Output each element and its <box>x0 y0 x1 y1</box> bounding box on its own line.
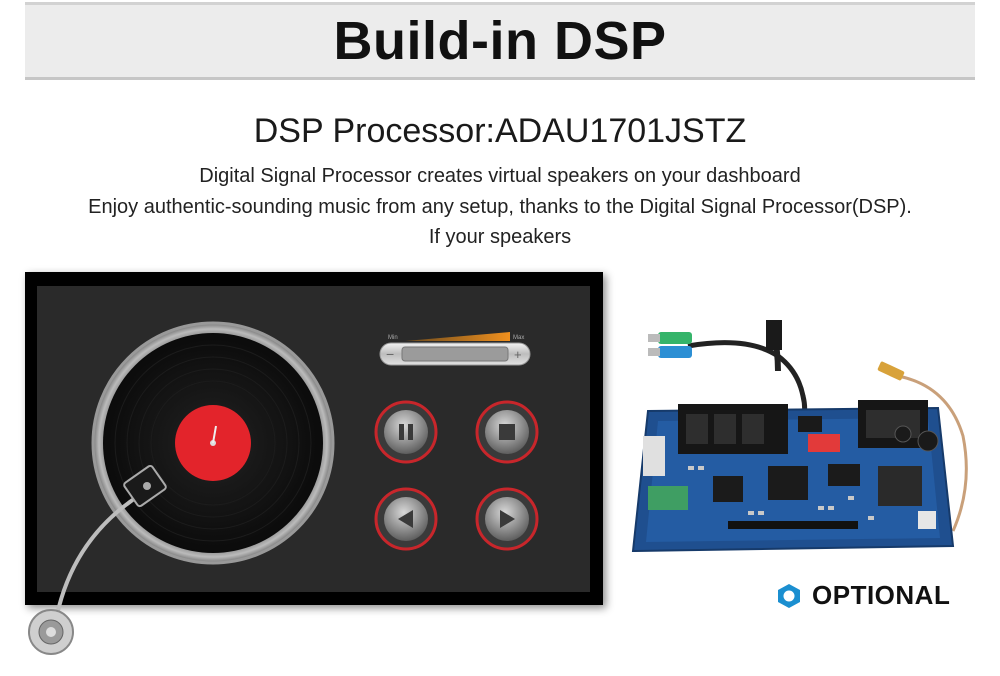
stop-button[interactable] <box>475 400 539 464</box>
turntable <box>91 321 335 565</box>
next-button[interactable] <box>475 487 539 551</box>
dsp-board-image <box>628 316 980 561</box>
optional-badge: OPTIONAL <box>776 580 950 611</box>
volume-up-icon[interactable]: + <box>514 347 522 362</box>
volume-down-icon[interactable]: − <box>386 346 394 362</box>
stop-icon <box>499 424 515 440</box>
hexagon-icon <box>778 583 800 608</box>
header-banner: Build-in DSP <box>25 2 975 80</box>
tonearm <box>28 464 167 655</box>
next-icon <box>500 510 515 528</box>
page-title: Build-in DSP <box>333 11 667 71</box>
volume-level-bar <box>405 332 510 341</box>
volume-min-label: Min <box>388 335 398 341</box>
previous-icon <box>398 510 413 528</box>
previous-button[interactable] <box>374 487 438 551</box>
pause-button[interactable] <box>374 400 438 464</box>
description-line-3: If your speakers <box>428 226 572 248</box>
volume-control[interactable]: Min Max − + <box>379 332 531 366</box>
description-line-1: Digital Signal Processor creates virtual… <box>199 165 801 187</box>
pause-icon <box>399 424 413 440</box>
volume-max-label: Max <box>513 335 524 341</box>
description-line-2: Enjoy authentic-sounding music from any … <box>88 196 912 218</box>
optional-label: OPTIONAL <box>812 580 951 610</box>
processor-title: DSP Processor:ADAU1701JSTZ <box>253 112 747 150</box>
